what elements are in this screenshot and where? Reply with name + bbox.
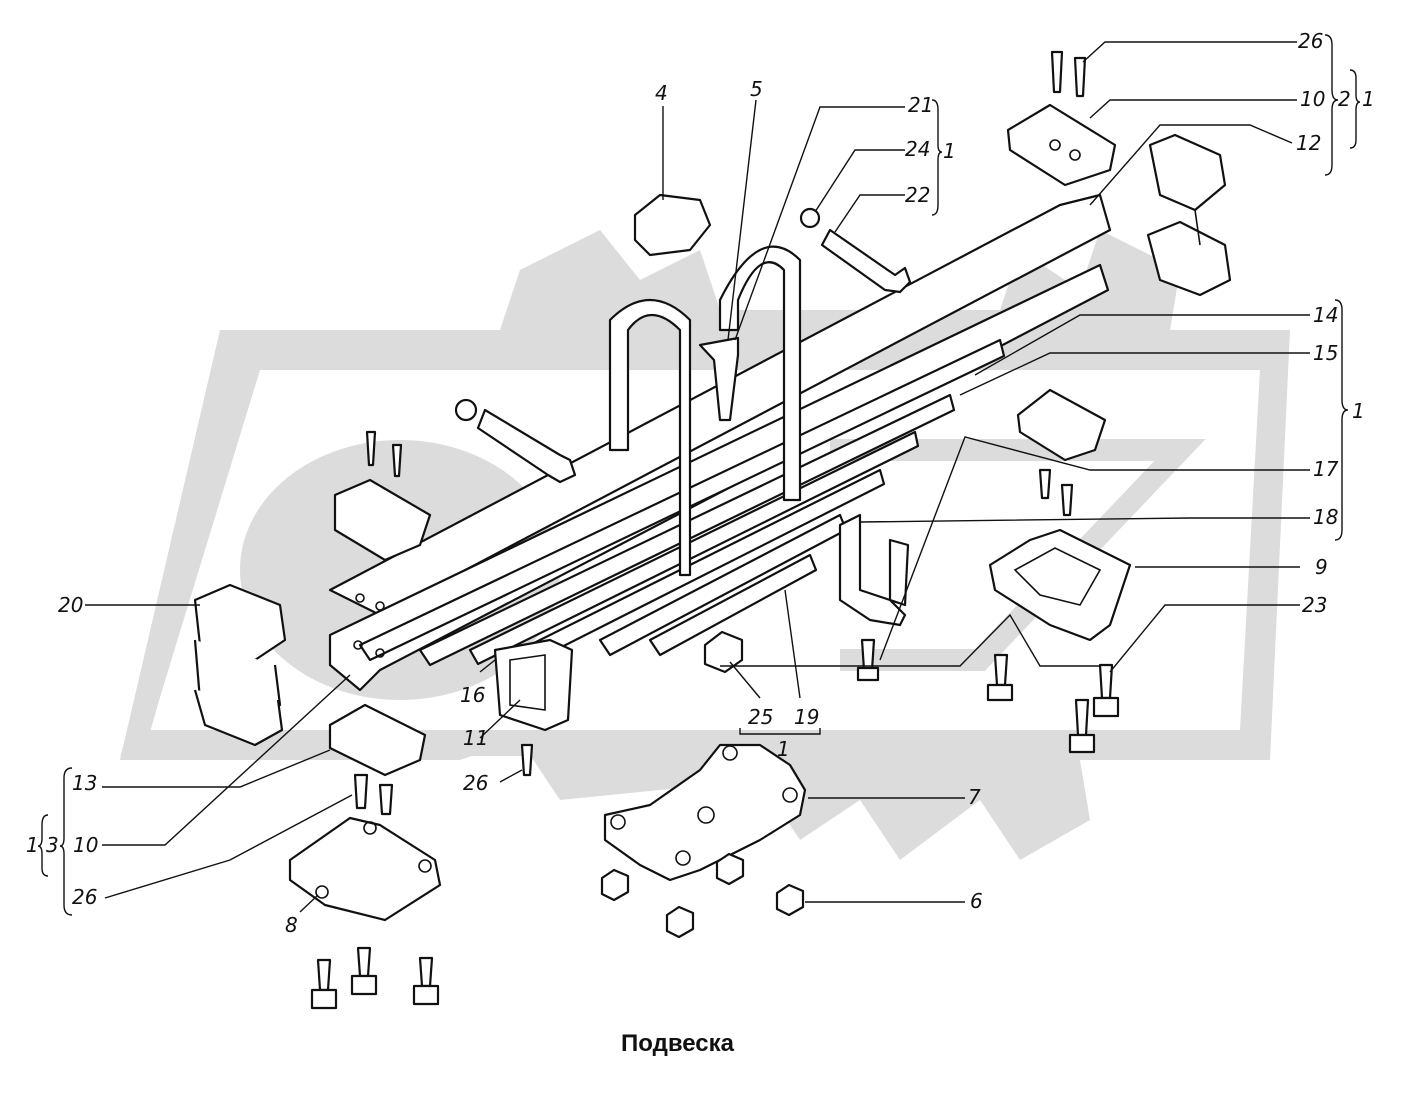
callout-c16: 16 [460,683,485,707]
callout-c2a: 2 [1338,87,1351,111]
callout-c10a: 10 [1300,87,1325,111]
rubber-cushion-20 [193,583,287,747]
callout-c17: 17 [1313,457,1339,481]
callout-c21: 21 [908,93,933,117]
callout-c12: 12 [1296,131,1321,155]
callout-c24: 24 [905,137,930,161]
callout-c22: 22 [905,183,930,207]
callout-c20: 20 [58,593,83,617]
callout-c23: 23 [1302,593,1327,617]
callout-c1a: 1 [1362,87,1375,111]
callout-c15: 15 [1313,341,1338,365]
callout-c9: 9 [1315,555,1328,579]
callout-c1c: 1 [1352,399,1365,423]
callout-c25: 25 [748,705,773,729]
callout-c1d: 1 [777,737,790,761]
pad-13 [328,430,432,816]
callout-c26b: 26 [463,771,488,795]
callout-c26a: 26 [1298,29,1323,53]
callout-c7: 7 [968,785,981,809]
u-bolts [608,245,802,577]
callout-c4: 4 [655,81,668,105]
bolts-bottom-left [310,946,440,1010]
leader-lines [85,41,1310,913]
callout-c1b: 1 [943,139,956,163]
bolts-right [520,638,1120,777]
buffer-part-4 [633,193,712,257]
bolt-left [454,398,577,484]
callout-c8: 8 [285,913,298,937]
clamp-11 [493,638,574,732]
diagram-caption: Подвеска [620,1030,734,1057]
callout-c11: 11 [463,726,488,750]
bracket-8 [288,816,442,922]
callout-c19: 19 [794,705,819,729]
callout-c6: 6 [970,889,983,913]
callout-c5: 5 [750,77,763,101]
clamp-18 [838,513,910,627]
braces [37,34,1361,916]
bracket-9 [988,528,1132,642]
nuts-6 [600,852,805,939]
bolt-22 [799,207,912,294]
callout-c1e: 1 [26,833,39,857]
bracket-7 [603,743,807,882]
callout-c26c: 26 [72,885,97,909]
rubber-cushion-12 [1146,133,1232,297]
callout-c13: 13 [72,771,97,795]
pad-10-top [1006,50,1117,187]
callout-c10b: 10 [73,833,98,857]
callout-c3: 3 [46,833,59,857]
nut-25 [703,630,744,674]
pad-17 [1016,388,1107,517]
callout-c18: 18 [1313,505,1338,529]
callout-c14: 14 [1313,303,1338,327]
